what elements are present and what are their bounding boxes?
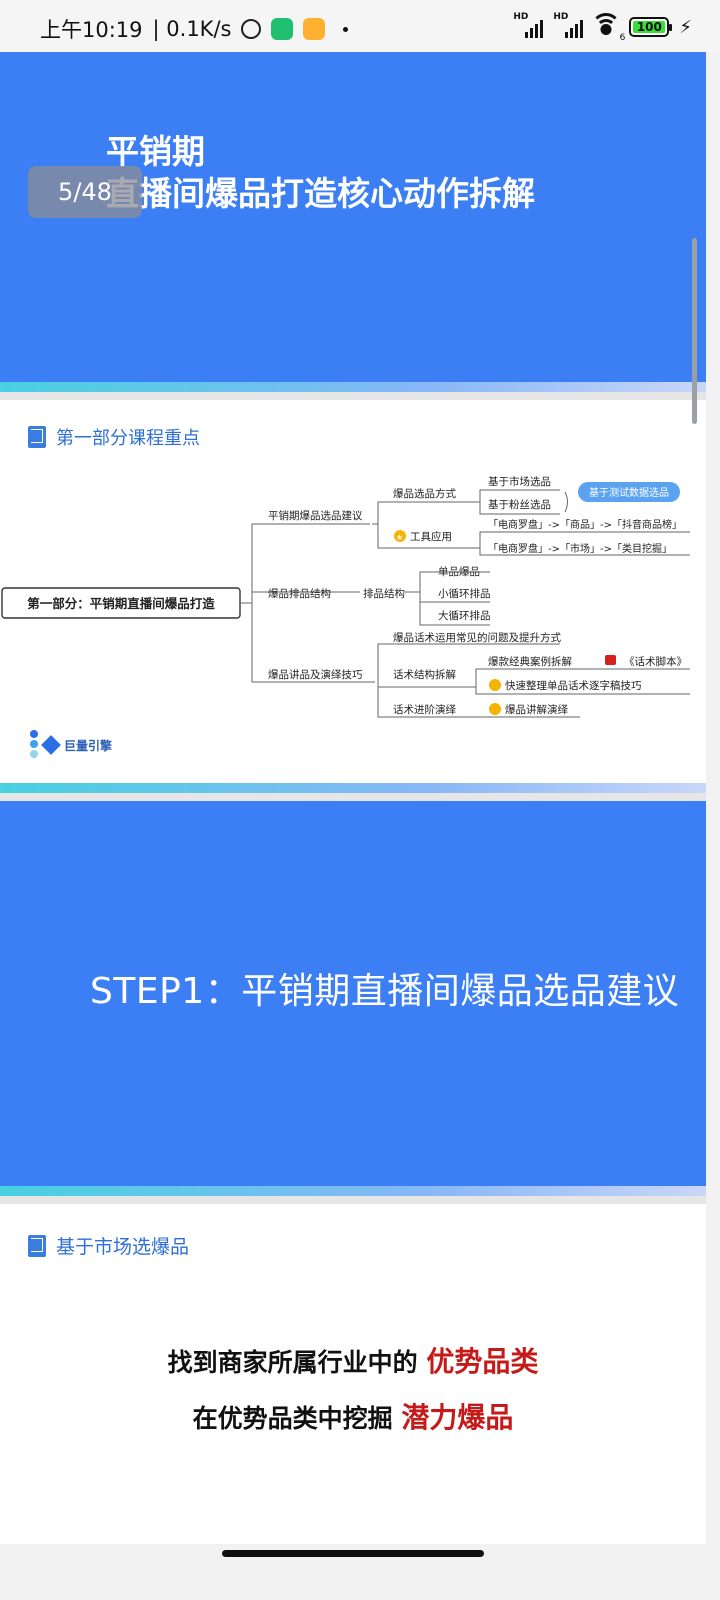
mind-map: 第一部分：平销期直播间爆品打造 平销期爆品选品建议 爆品排品结构 爆品讲品及演绎… [1,475,690,718]
mm-b3-sub2-tag: 《话术脚本》 [624,655,687,668]
gesture-nav-bar[interactable] [222,1550,484,1557]
line2-prefix: 在优势品类中挖掘 [192,1404,393,1433]
section-title: 基于市场选爆品 [56,1236,190,1258]
book-icon [28,426,46,448]
mm-tag-pill [578,482,680,502]
battery-level: 100 [636,20,662,34]
shield-app-icon [271,18,294,40]
notes-app-icon [303,18,326,40]
signal-icon: HD [513,12,544,38]
section-heading: 基于市场选爆品 [28,1232,189,1259]
signal-icon: HD [553,12,584,38]
mm-b1-sub2: 工具应用 [410,530,452,543]
net-speed: | 0.1K/s [152,17,232,41]
mm-b3-sub2: 话术结构拆解 [393,668,456,681]
slide-market-selection[interactable]: 基于市场选爆品 [0,1204,706,1544]
line1-prefix: 找到商家所属行业中的 [167,1348,418,1377]
slide-divider-stripe [0,382,706,392]
mm-b2-leaf1: 单品爆品 [438,565,480,578]
slide-gap [0,1196,706,1204]
scrollbar-thumb[interactable] [692,238,697,424]
mm-b3-sub3-leaf1: 爆品讲解演绎 [505,703,568,716]
mm-b1-tag: 基于测试数据选品 [589,486,669,499]
slide-gap [0,392,706,400]
charging-icon: ⚡ [679,16,692,38]
logo-dots-icon [30,730,38,760]
dot-icon [343,26,349,32]
wifi-label: 6 [619,33,626,43]
mindmap-connectors [240,489,690,718]
mm-b3-sub1: 爆品话术运用常见的问题及提升方式 [393,631,561,644]
section-heading: 第一部分课程重点 [28,424,200,450]
line1-highlight: 优势品类 [426,1345,539,1378]
flag-icon [605,655,616,665]
star-badge-icon [489,703,501,715]
mm-b3-sub3: 话术进阶演绎 [393,703,456,716]
signal-hd-label: HD [553,12,569,22]
book-icon [28,1234,46,1257]
mm-branch1: 平销期爆品选品建议 [268,509,363,522]
mm-b1-sub2-leaf1: 「电商罗盘」->「商品」->「抖音商品榜」 [488,518,682,531]
logo-text: 巨量引擎 [64,738,113,753]
slide-divider-stripe [0,1186,706,1196]
wifi-icon: 6 [591,13,625,43]
mm-b1-sub2-leaf2: 「电商罗盘」->「市场」->「类目挖掘」 [488,542,672,555]
star-glyph-icon: ★ [396,533,403,542]
mm-b2-leaf2: 小循环排品 [438,587,491,600]
mm-b2-leaf3: 大循环排品 [438,609,491,622]
star-badge-icon [394,530,406,542]
mm-b3-sub2-leaf1: 爆款经典案例拆解 [488,655,572,668]
battery-icon: 100 [629,17,673,37]
logo-mark-icon [41,735,61,755]
slide1-title-line2: 直播间爆品打造核心动作拆解 [106,174,535,213]
mm-b2-sub1: 排品结构 [363,587,405,600]
slide4-line2: 在优势品类中挖掘 潜力爆品 [0,1396,706,1436]
section-title: 第一部分课程重点 [56,428,200,449]
slide-step1[interactable] [0,801,706,1186]
page-indicator: 5/48 [28,166,142,218]
star-badge-icon [489,679,501,691]
slide-gap [0,793,706,801]
signal-hd-label: HD [513,12,529,22]
mm-branch3: 爆品讲品及演绎技巧 [268,668,363,681]
slide4-line1: 找到商家所属行业中的 优势品类 [0,1340,706,1380]
status-right: HD HD 6 100 ⚡ [513,12,692,43]
slide1-title-line1: 平销期 [106,132,205,171]
status-bar: 上午10:19 | 0.1K/s HD HD 6 100 ⚡ [0,0,720,52]
mm-branch2: 爆品排品结构 [268,587,331,600]
mm-b1-sub1: 爆品选品方式 [393,487,456,500]
line2-highlight: 潜力爆品 [401,1401,514,1434]
clock: 上午10:19 [40,18,143,42]
slide-divider-stripe [0,783,706,793]
step1-title: STEP1：平销期直播间爆品选品建议 [90,971,680,1012]
mm-b1-leaf2: 基于粉丝选品 [488,498,551,511]
mm-b3-sub2-leaf2: 快速整理单品话术逐字稿技巧 [505,679,642,692]
mm-b1-leaf1: 基于市场选品 [488,475,551,488]
status-left: 上午10:19 | 0.1K/s [40,14,349,44]
mindmap-root: 第一部分：平销期直播间爆品打造 [27,596,215,611]
brand-logo: 巨量引擎 [30,730,112,760]
alarm-icon [241,19,262,39]
